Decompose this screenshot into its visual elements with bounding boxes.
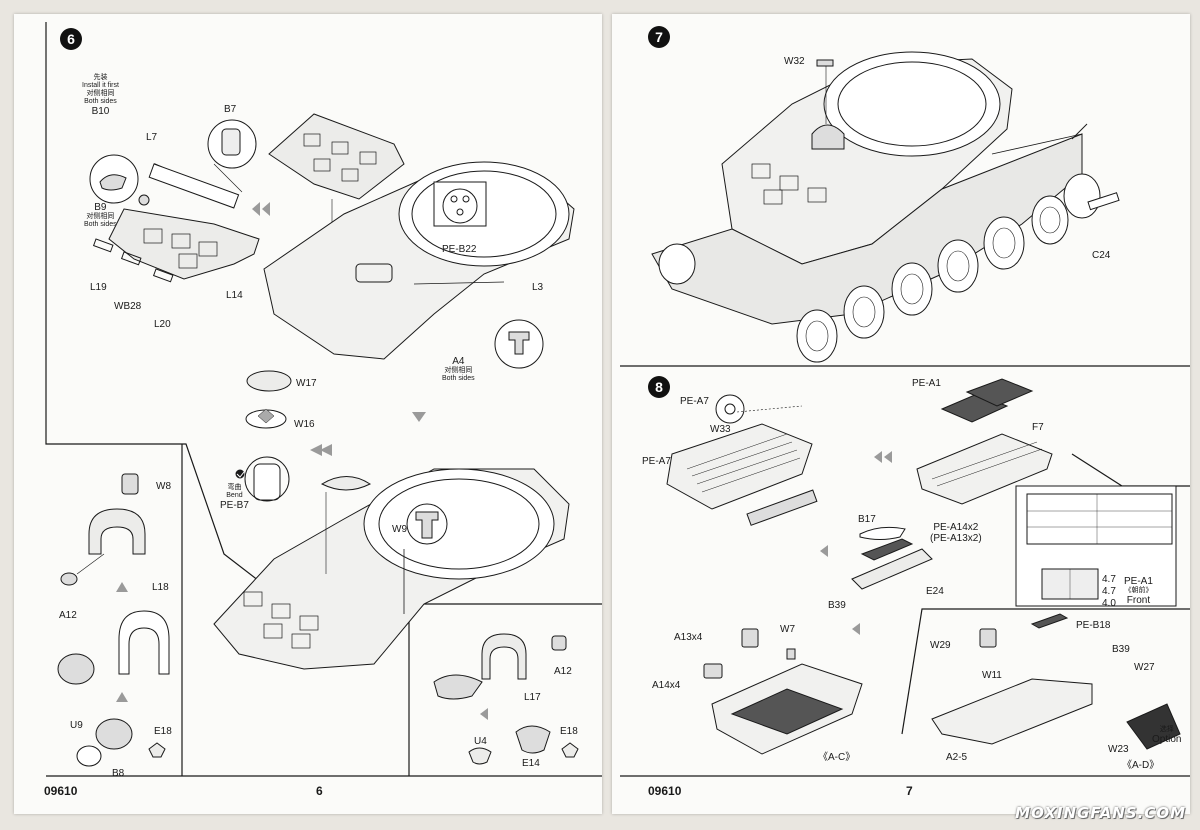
part-label-A12-right: A12 [554, 666, 572, 677]
part-label-PE-A14x2: PE-A14x2 [933, 522, 979, 533]
a4-note: A4 对侧相同 Both sides [442, 356, 475, 383]
part-label-B39-right: B39 [1112, 644, 1130, 655]
step-6-drawing [45, 22, 602, 777]
part-label-W7: W7 [780, 624, 795, 635]
dimension-4-0: 4.0 [1102, 598, 1116, 609]
part-label-E18-left: E18 [154, 726, 172, 737]
part-label-E14: E14 [522, 758, 540, 769]
front-en: Front [1126, 595, 1151, 606]
step-7-8-drawing [620, 51, 1190, 777]
bend-cn: 弯曲 [227, 484, 242, 491]
part-label-PE-A13x2: (PE-A13x2) [930, 533, 982, 544]
part-label-A14x4: A14x4 [652, 680, 681, 691]
both-sides-cn-2: 对侧相同 [86, 213, 115, 220]
part-label-F7: F7 [1032, 422, 1044, 433]
front-cn: 《朝前》 [1124, 587, 1153, 594]
ad-hull-underside [931, 678, 1093, 745]
part-label-W11: W11 [982, 670, 1002, 681]
part-label-W17: W17 [296, 378, 317, 389]
instruction-page-6: 6 先装 Install it first 对侧相同 Both sides B1… [14, 14, 602, 814]
both-sides-en-3: Both sides [442, 375, 475, 382]
part-label-L18: L18 [152, 582, 169, 593]
part-label-PE-B22: PE-B22 [442, 244, 477, 255]
part-label-L3: L3 [532, 282, 544, 293]
part-label-W8: W8 [156, 481, 171, 492]
part-label-W32: W32 [784, 56, 805, 67]
part-label-L7: L7 [146, 132, 158, 143]
engine-deck-small [108, 208, 260, 280]
part-label-A4: A4 [452, 356, 465, 367]
part-label-C24: C24 [1092, 250, 1111, 261]
part-label-W9: W9 [392, 524, 407, 535]
bend-note: 弯曲 Bend PE-B7 [220, 484, 249, 511]
part-label-PE-A1: PE-A1 [912, 378, 941, 389]
part-label-B10: B10 [91, 106, 110, 117]
part-label-U4: U4 [474, 736, 487, 747]
install-first-note: 先装 Install it first 对侧相同 Both sides B10 [82, 74, 119, 117]
instruction-page-7: 7 8 W32 C24 PE-A7 W33 PE-A7 PE-A1 F7 B17… [612, 14, 1190, 814]
site-watermark: MOXINGFANS.COM [1015, 804, 1186, 822]
both-sides-en-2: Both sides [84, 221, 117, 228]
part-label-PE-B18: PE-B18 [1076, 620, 1111, 631]
e24-bar [851, 548, 933, 590]
part-label-B9: B9 [94, 202, 107, 213]
option-en: Option [1152, 734, 1182, 745]
section-tag-A-D: 《A-D》 [1122, 760, 1160, 771]
part-label-E24: E24 [926, 586, 944, 597]
page-number-7: 7 [906, 784, 913, 798]
engine-deck-frame [666, 423, 813, 510]
dimension-4-7-a: 4.7 [1102, 574, 1116, 585]
step-7-badge: 7 [648, 26, 670, 48]
part-label-A2-5: A2-5 [946, 752, 968, 763]
both-sides-en: Both sides [84, 98, 117, 105]
part-label-E18-right: E18 [560, 726, 578, 737]
part-label-L19: L19 [90, 282, 107, 293]
dimension-4-7-b: 4.7 [1102, 586, 1116, 597]
part-label-PE-A1-note: PE-A1 [1124, 576, 1153, 587]
part-label-W16: W16 [294, 419, 315, 430]
part-label-L14: L14 [226, 290, 243, 301]
part-label-B8: B8 [112, 768, 125, 779]
both-sides-cn-3: 对侧相同 [444, 367, 473, 374]
front-note: PE-A1 《朝前》 Front [1124, 576, 1153, 606]
part-label-W23: W23 [1108, 744, 1129, 755]
part-label-L17: L17 [524, 692, 541, 703]
part-label-W33: W33 [710, 424, 731, 435]
pe-a14-note: PE-A14x2 (PE-A13x2) [930, 522, 982, 544]
option-note: 选择 Option [1152, 726, 1181, 745]
install-cn: 先装 [93, 74, 108, 81]
part-label-B7: B7 [224, 104, 237, 115]
part-label-B39-left: B39 [828, 600, 846, 611]
part-label-L20: L20 [154, 319, 171, 330]
both-sides-cn: 对侧相同 [86, 90, 115, 97]
part-label-W29: W29 [930, 640, 951, 651]
part-label-PE-A7-side: PE-A7 [642, 456, 671, 467]
kit-number-right: 09610 [648, 784, 682, 798]
part-label-W27: W27 [1134, 662, 1155, 673]
kit-number-left: 09610 [44, 784, 78, 798]
part-label-A13x4: A13x4 [674, 632, 703, 643]
part-label-U9: U9 [70, 720, 83, 731]
install-en: Install it first [82, 82, 119, 89]
bend-en: Bend [226, 492, 243, 499]
page-number-6: 6 [316, 784, 323, 798]
part-label-B17: B17 [858, 514, 876, 525]
part-label-A12-left: A12 [59, 610, 77, 621]
step-6-badge: 6 [60, 28, 82, 50]
part-label-PE-B7: PE-B7 [220, 500, 249, 511]
engine-deck-top [268, 113, 405, 200]
b9-note: B9 对侧相同 Both sides [84, 202, 117, 229]
option-cn: 选择 [1159, 726, 1174, 733]
part-label-PE-A7-top: PE-A7 [680, 396, 709, 407]
part-label-WB28: WB28 [114, 301, 142, 312]
step-8-badge: 8 [648, 376, 670, 398]
section-tag-A-C: 《A-C》 [818, 752, 856, 763]
